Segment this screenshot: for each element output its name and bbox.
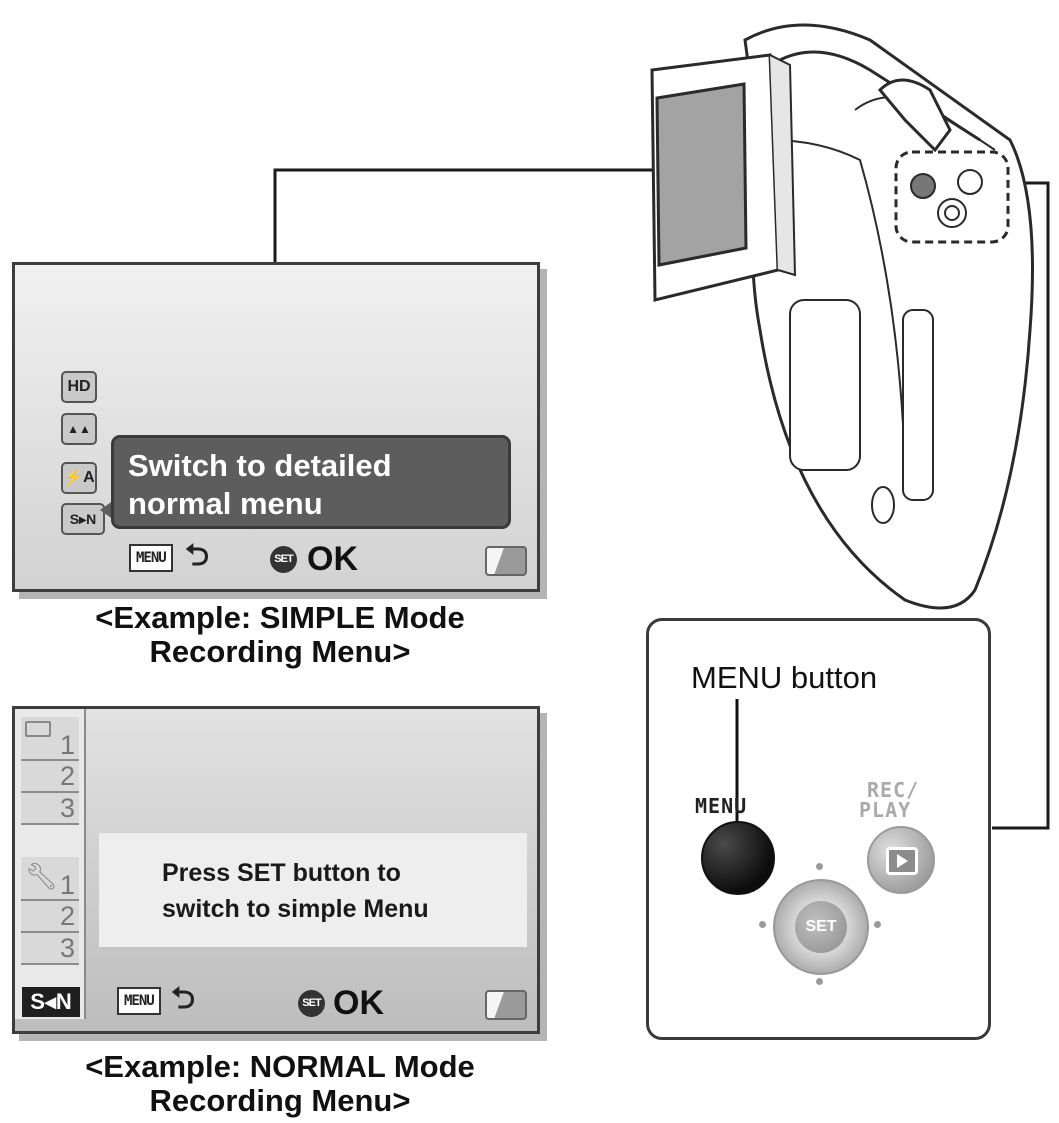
menu-button-text: MENU bbox=[695, 794, 748, 818]
simple-caption-line-1: <Example: SIMPLE Mode bbox=[95, 600, 465, 635]
dpad-dot-down bbox=[816, 978, 823, 985]
tab-record-2[interactable]: 2 bbox=[21, 761, 79, 793]
set-button[interactable]: SET bbox=[773, 879, 869, 975]
message-line-1: Press SET button to bbox=[162, 859, 401, 887]
tooltip-line-1: Switch to detailed bbox=[128, 448, 392, 483]
simple-normal-icon: S▸N bbox=[61, 503, 105, 535]
return-icon: ⮌ bbox=[171, 982, 196, 1015]
dpad-dot-up bbox=[816, 863, 823, 870]
video-camera-icon bbox=[25, 721, 51, 737]
scene-icon: ▲▲ bbox=[61, 413, 97, 445]
message-line-2: switch to simple Menu bbox=[162, 895, 429, 923]
simple-normal-mode-badge[interactable]: S◂N bbox=[22, 987, 80, 1017]
switch-message-band: Press SET button to switch to simple Men… bbox=[99, 833, 527, 947]
normal-mode-screen: 1 2 3 🔧︎ 1 2 3 S◂N Press SET button to s… bbox=[12, 706, 540, 1034]
camera-lcd-panel bbox=[650, 53, 797, 302]
menu-button[interactable] bbox=[701, 821, 775, 895]
menu-badge: MENU bbox=[117, 987, 161, 1015]
menu-tab-column: 1 2 3 🔧︎ 1 2 3 S◂N bbox=[15, 709, 86, 1019]
ok-label: OK bbox=[307, 540, 358, 578]
tooltip-pointer bbox=[100, 500, 114, 520]
menu-button-label: MENU button bbox=[691, 660, 878, 695]
recording-tab-group: 1 2 3 bbox=[21, 717, 79, 825]
battery-icon bbox=[485, 546, 527, 576]
lcd-leader-line bbox=[273, 168, 690, 262]
play-icon bbox=[886, 847, 918, 875]
set-button-text: SET bbox=[795, 901, 847, 953]
return-icon: ⮌ bbox=[185, 539, 210, 572]
normal-caption-line-1: <Example: NORMAL Mode bbox=[85, 1049, 475, 1084]
button-panel: MENU button MENU REC/ PLAY SET bbox=[646, 618, 991, 1040]
dpad-dot-left bbox=[759, 921, 766, 928]
wrench-icon: 🔧︎ bbox=[25, 861, 59, 891]
normal-caption-line-2: Recording Menu> bbox=[149, 1083, 411, 1118]
rec-play-text-line-2: PLAY bbox=[859, 798, 912, 822]
tab-setup-1[interactable]: 1 bbox=[21, 857, 79, 901]
hd-icon: HD bbox=[61, 371, 97, 403]
set-icon: SET bbox=[298, 990, 325, 1017]
normal-mode-caption: <Example: NORMAL Mode Recording Menu> bbox=[20, 1050, 540, 1118]
menu-badge: MENU bbox=[129, 544, 173, 572]
rec-play-button[interactable] bbox=[867, 826, 935, 894]
simple-mode-screen: HD ▲▲ ⚡A S▸N Switch to detailed normal m… bbox=[12, 262, 540, 592]
battery-icon bbox=[485, 990, 527, 1020]
camera-illustration bbox=[743, 23, 1034, 610]
simple-mode-caption: <Example: SIMPLE Mode Recording Menu> bbox=[20, 601, 540, 669]
settings-tab-group: 🔧︎ 1 2 3 bbox=[21, 857, 79, 965]
flash-auto-icon: ⚡A bbox=[61, 462, 97, 494]
tab-setup-2[interactable]: 2 bbox=[21, 901, 79, 933]
set-icon: SET bbox=[270, 546, 297, 573]
tab-setup-3[interactable]: 3 bbox=[21, 933, 79, 965]
switch-menu-tooltip: Switch to detailed normal menu bbox=[111, 435, 511, 529]
rec-play-text-line-1: REC/ bbox=[867, 778, 920, 802]
ok-label: OK bbox=[333, 984, 384, 1022]
dpad-dot-right bbox=[874, 921, 881, 928]
tab-record-3[interactable]: 3 bbox=[21, 793, 79, 825]
tooltip-line-2: normal menu bbox=[128, 486, 323, 521]
simple-caption-line-2: Recording Menu> bbox=[149, 634, 411, 669]
panel-leader-line bbox=[992, 181, 1050, 830]
